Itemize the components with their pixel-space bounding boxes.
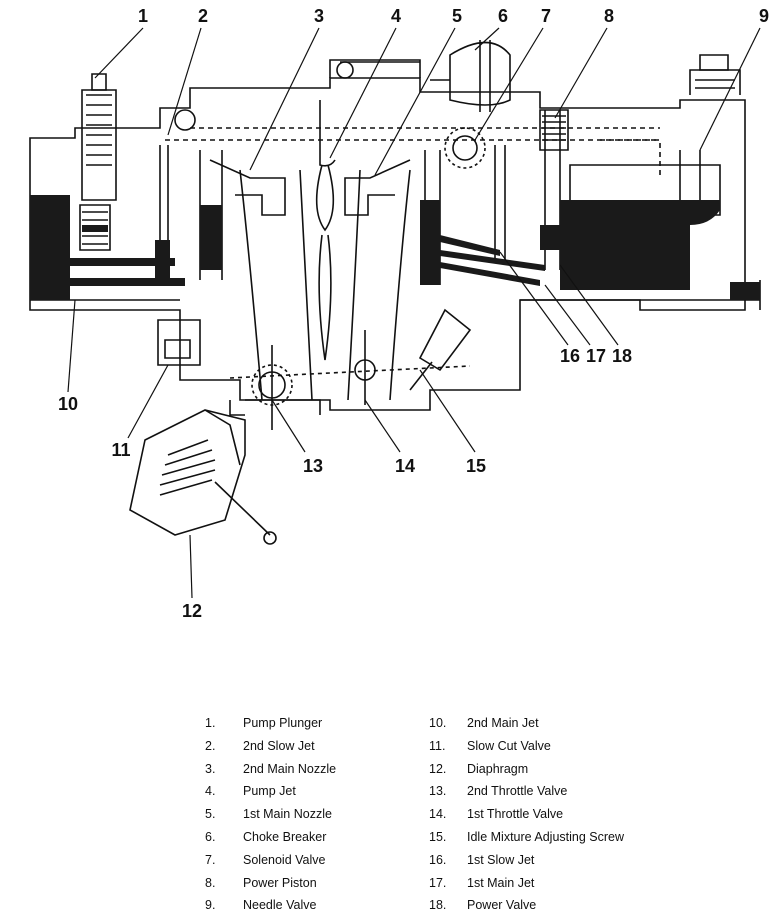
callout-1: 1 — [138, 6, 148, 26]
legend-label: 2nd Slow Jet — [243, 738, 315, 753]
carburetor-cross-section-diagram: 1 2 3 4 5 6 7 8 9 10 11 12 13 14 15 16 1… — [29, 6, 769, 621]
legend-label: Pump Jet — [243, 784, 296, 799]
legend-number: 1. — [205, 716, 216, 730]
legend-label: Diaphragm — [467, 761, 529, 776]
legend-number: 16. — [429, 852, 447, 867]
legend-number: 13. — [429, 784, 447, 799]
legend-number: 3. — [205, 761, 216, 776]
legend-label: 1st Main Jet — [467, 875, 535, 890]
callout-labels: 1 2 3 4 5 6 7 8 9 10 11 12 13 14 15 16 1… — [58, 6, 769, 621]
legend-number: 8. — [205, 875, 216, 890]
callout-6: 6 — [498, 6, 508, 26]
legend-label: Power Piston — [243, 875, 317, 890]
legend-number: 18. — [429, 898, 447, 913]
callout-11: 11 — [111, 440, 130, 460]
callout-4: 4 — [391, 6, 401, 26]
callout-2: 2 — [198, 6, 208, 26]
callout-17: 17 — [586, 346, 606, 366]
callout-12: 12 — [182, 601, 202, 621]
callout-10: 10 — [58, 394, 78, 414]
legend-label: 2nd Main Jet — [467, 716, 539, 730]
legend-number: 4. — [205, 784, 216, 799]
legend-label: 1st Throttle Valve — [467, 807, 564, 822]
legend-label: Idle Mixture Adjusting Screw — [467, 829, 625, 844]
legend-number: 10. — [429, 716, 447, 730]
legend-number: 2. — [205, 738, 216, 753]
fuel-passages — [30, 195, 760, 300]
callout-7: 7 — [541, 6, 551, 26]
legend-label: Pump Plunger — [243, 716, 323, 730]
legend-number: 17. — [429, 875, 447, 890]
legend-number: 9. — [205, 898, 216, 913]
callout-5: 5 — [452, 6, 462, 26]
callout-16: 16 — [560, 346, 580, 366]
legend-number: 15. — [429, 829, 447, 844]
legend-label: Choke Breaker — [243, 829, 327, 844]
legend-label: Slow Cut Valve — [467, 738, 551, 753]
callout-13: 13 — [303, 456, 323, 476]
leader-lines — [67, 27, 761, 599]
legend-number: 14. — [429, 807, 447, 822]
callout-3: 3 — [314, 6, 324, 26]
legend-number: 5. — [205, 807, 216, 822]
callout-15: 15 — [466, 456, 486, 476]
parts-legend: 1. Pump Plunger 2. 2nd Slow Jet 3. 2nd Main… — [0, 712, 781, 912]
callout-9: 9 — [759, 6, 769, 26]
legend-label: 1st Slow Jet — [467, 852, 535, 867]
legend-label: Solenoid Valve — [243, 852, 326, 867]
legend-label: Power Valve — [467, 898, 537, 913]
legend-label: 2nd Main Nozzle — [243, 761, 337, 776]
legend-number: 6. — [205, 829, 216, 844]
legend-number: 7. — [205, 852, 216, 867]
legend-number: 12. — [429, 761, 447, 776]
callout-18: 18 — [612, 346, 632, 366]
legend-number: 11. — [429, 738, 446, 753]
legend-label: 1st Main Nozzle — [243, 807, 332, 822]
callout-8: 8 — [604, 6, 614, 26]
legend-label: 2nd Throttle Valve — [467, 784, 568, 799]
legend-label: Needle Valve — [243, 898, 317, 913]
callout-14: 14 — [395, 456, 415, 476]
